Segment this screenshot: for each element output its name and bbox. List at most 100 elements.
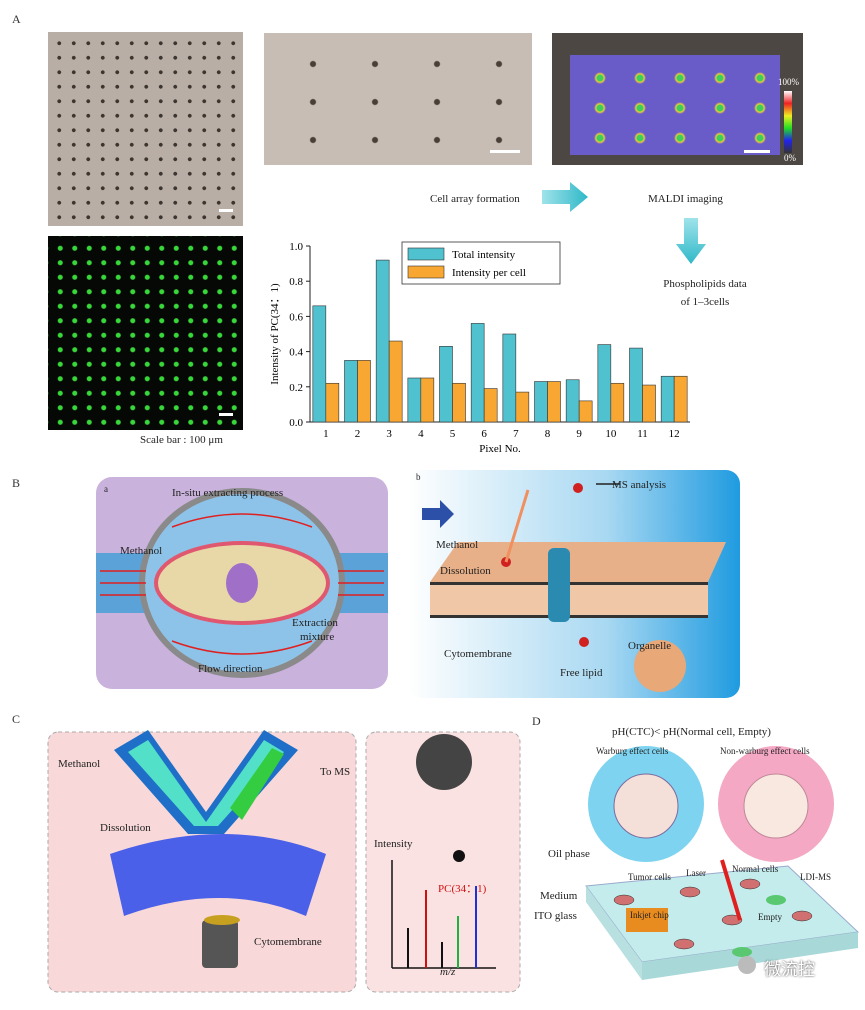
mz-label: m/z	[440, 966, 456, 978]
watermark-text: 微流控	[764, 960, 815, 980]
y-tick-label: 0.2	[289, 382, 303, 394]
x-tick-label: 6	[481, 428, 487, 440]
x-tick-label: 4	[418, 428, 424, 440]
pc-label: PC(34：1)	[438, 883, 487, 895]
bar-per-cell	[515, 391, 530, 423]
colorbar	[784, 91, 792, 153]
b-sub-b-letter: b	[416, 472, 421, 482]
microfluidic-extraction-diagram	[96, 477, 388, 689]
phospholipids-label-line2: of 1–3cells	[680, 296, 730, 308]
legend-swatch	[407, 265, 445, 279]
bar-per-cell	[388, 340, 403, 423]
panel-c-diagram	[47, 730, 521, 993]
x-tick-label: 2	[355, 428, 361, 440]
phospholipids-label-line1: Phospholipids data	[663, 278, 747, 290]
chip-diagram	[585, 746, 860, 980]
bar-total	[565, 379, 580, 423]
scale-bar-caption: Scale bar : 100 μm	[140, 434, 223, 446]
warburg-label: Warburg effect cells	[596, 746, 669, 756]
cell-array-formation-label: Cell array formation	[430, 193, 520, 205]
maldi-image: 100% 0%	[552, 33, 803, 165]
bar-total	[597, 344, 612, 423]
bar-per-cell	[642, 384, 656, 423]
tumor-cells-label: Tumor cells	[628, 872, 671, 882]
y-tick-label: 0.0	[289, 417, 303, 429]
b-methanol-label-2: Methanol	[436, 539, 479, 551]
ms-analysis-label: MS analysis	[612, 479, 667, 491]
legend-label: Intensity per cell	[452, 267, 526, 279]
bar-total	[470, 323, 485, 423]
bar-per-cell	[452, 382, 466, 423]
panel-letter-b: B	[12, 476, 21, 490]
x-tick-label: 10	[605, 428, 617, 440]
organelle-label: Organelle	[628, 640, 672, 652]
fluorescence-cell-array-image	[48, 236, 243, 430]
laser-beam	[720, 859, 742, 921]
panel-letter-d: D	[532, 714, 541, 728]
inkjet-chip	[626, 908, 668, 932]
bar-per-cell	[483, 388, 498, 423]
ph-title: pH(CTC)< pH(Normal cell, Empty)	[612, 726, 771, 738]
legend-label: Total intensity	[452, 249, 516, 261]
bar-total	[660, 375, 675, 423]
legend-swatch	[407, 247, 445, 261]
bar-total	[375, 259, 390, 423]
bar-per-cell	[547, 381, 561, 423]
free-lipid-label: Free lipid	[560, 667, 603, 679]
non-warburg-label: Non-warburg effect cells	[720, 746, 810, 756]
x-tick-label: 1	[323, 428, 329, 440]
scale-bar	[490, 150, 520, 153]
panel-letter-a: A	[12, 12, 21, 26]
in-situ-label: In-situ extracting process	[172, 487, 284, 499]
bar-per-cell	[673, 375, 688, 423]
bar-per-cell	[357, 360, 371, 423]
x-tick-label: 3	[386, 428, 392, 440]
y-tick-label: 0.8	[289, 276, 303, 288]
oil-phase-label: Oil phase	[548, 848, 590, 860]
bar-per-cell	[325, 382, 340, 423]
bar-total	[502, 333, 517, 423]
c-cytomembrane-label: Cytomembrane	[254, 936, 322, 948]
organelle-sphere	[634, 640, 686, 692]
objective-lens	[202, 920, 238, 968]
y-axis-label: Intensity of PC(34：1)	[269, 283, 281, 385]
inkjet-chip-label: Inkjet chip	[630, 910, 669, 920]
membrane-sphere-layer	[110, 834, 326, 916]
bar-total	[344, 360, 358, 423]
bar-total	[439, 346, 453, 423]
intensity-label: Intensity	[374, 838, 413, 850]
colorbar-min-label: 0%	[784, 153, 796, 163]
ms-detector-icon	[416, 734, 472, 790]
cell-nucleus	[226, 563, 258, 603]
ldi-ms-label: LDI-MS	[800, 872, 831, 882]
membrane-diagram	[408, 470, 740, 698]
bar-per-cell	[610, 382, 625, 423]
bar-total	[312, 305, 327, 423]
c-methanol-label: Methanol	[58, 758, 101, 770]
b-methanol-label: Methanol	[120, 545, 163, 557]
x-tick-label: 7	[513, 428, 519, 440]
x-tick-label: 8	[545, 428, 551, 440]
maldi-signal-overlay	[570, 55, 780, 155]
scale-bar	[219, 209, 233, 212]
brightfield-cell-array-image	[48, 32, 243, 226]
ito-glass-label: ITO glass	[534, 910, 577, 922]
x-tick-label: 9	[576, 428, 582, 440]
v-channel	[114, 730, 298, 834]
extraction-label-1: Extraction	[292, 617, 338, 629]
c-dissolution-label: Dissolution	[100, 822, 151, 834]
down-arrow-icon	[676, 218, 706, 264]
maldi-imaging-label: MALDI imaging	[648, 193, 723, 205]
membrane-surface	[430, 542, 726, 582]
x-tick-label: 11	[637, 428, 648, 440]
right-arrow-icon	[542, 182, 588, 212]
to-ms-label: To MS	[320, 766, 351, 778]
medium-label: Medium	[540, 890, 578, 902]
extraction-label-2: mixture	[300, 631, 335, 643]
x-tick-label: 5	[450, 428, 456, 440]
laser-label: Laser	[686, 868, 706, 878]
empty-label: Empty	[758, 912, 782, 922]
flow-arrow-icon	[422, 500, 454, 528]
membrane-protein	[548, 548, 570, 622]
